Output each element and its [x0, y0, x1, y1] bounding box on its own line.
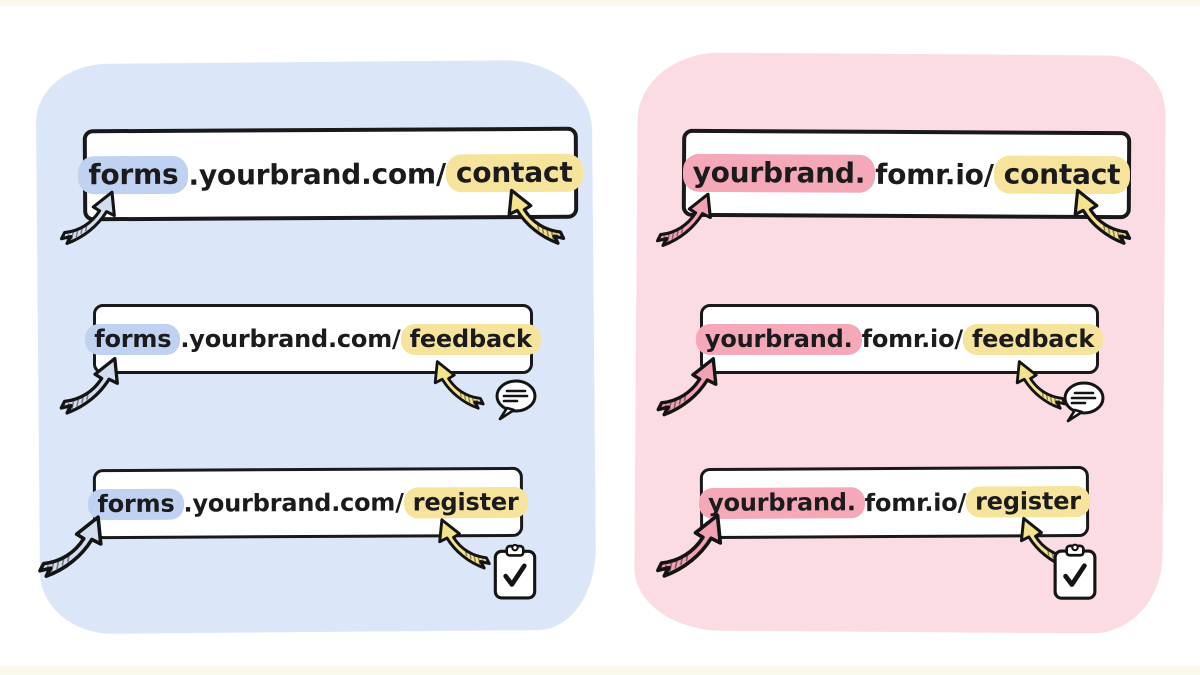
path-highlight: feedback: [400, 323, 541, 355]
curved-arrow-subdomain-icon: [30, 510, 134, 586]
url-text: .yourbrand.com/: [188, 156, 447, 192]
top-edge-band: [0, 0, 1200, 6]
url-bar-right-feedback: yourbrand.fomr.io/feedback: [695, 304, 1104, 374]
curved-arrow-path-icon: [418, 514, 492, 576]
clipboard-check-icon: [492, 543, 538, 601]
url-text: .yourbrand.com/: [180, 325, 401, 353]
clipboard-check-icon: [1052, 542, 1098, 602]
url-text: .yourbrand.com/: [183, 488, 404, 518]
curved-arrow-path-icon: [996, 356, 1068, 416]
url-text: fomr.io/: [875, 157, 994, 191]
brand-highlight: yourbrand.: [682, 153, 876, 193]
curved-arrow-subdomain-icon: [52, 186, 144, 252]
subdomain-highlight: forms: [85, 323, 181, 355]
bottom-edge-band: [0, 666, 1200, 675]
curved-arrow-brand-icon: [652, 352, 744, 424]
url-text: fomr.io/: [861, 325, 964, 353]
curved-arrow-brand-icon: [648, 188, 740, 254]
speech-bubble-icon: [492, 376, 540, 422]
url-text: fomr.io/: [864, 488, 967, 517]
curved-arrow-brand-icon: [650, 508, 752, 586]
path-highlight: feedback: [962, 323, 1104, 355]
speech-bubble-icon: [1060, 378, 1108, 424]
curved-arrow-subdomain-icon: [56, 352, 144, 422]
curved-arrow-path-icon: [480, 184, 572, 252]
url-bar-left-feedback: forms.yourbrand.com/feedback: [85, 304, 541, 374]
brand-highlight: yourbrand.: [695, 323, 862, 355]
curved-arrow-path-icon: [414, 356, 486, 416]
curved-arrow-path-icon: [1046, 184, 1138, 252]
